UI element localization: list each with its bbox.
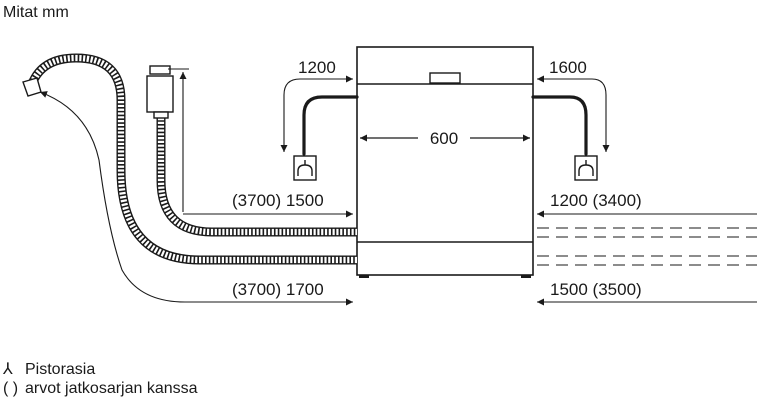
dimension-water-right: 1200 (3400) — [550, 191, 642, 210]
hose-icon — [156, 118, 357, 237]
dimension-drain-left: (3700) 1500 — [232, 191, 324, 210]
drain-hose-end — [22, 77, 42, 97]
legend-socket-label: Pistorasia — [25, 361, 95, 378]
dishwasher-outline — [356, 46, 534, 276]
dimension-top-right: 1600 — [549, 58, 587, 77]
dimension-power-right: 1500 (3500) — [550, 280, 642, 299]
socket-icon — [574, 155, 598, 181]
legend-paren-symbol: ( ) — [3, 380, 18, 397]
control-panel-display — [429, 72, 461, 84]
right-dimension-lines — [537, 210, 757, 306]
legend-socket-symbol: ⅄ — [2, 361, 13, 378]
legend-paren-label: arvot jatkosarjan kanssa — [25, 380, 198, 397]
dishwasher-feet — [359, 275, 531, 278]
dimension-power-left: (3700) 1700 — [232, 280, 324, 299]
extension-lines — [537, 227, 757, 266]
drain-reach-curve — [39, 91, 353, 306]
socket-icon — [293, 155, 317, 181]
dimension-top-left: 1200 — [298, 58, 336, 77]
unit-label: Mitat mm — [3, 4, 69, 21]
aquastop-valve-icon — [146, 65, 174, 119]
dimension-width-label: 600 — [430, 129, 458, 148]
